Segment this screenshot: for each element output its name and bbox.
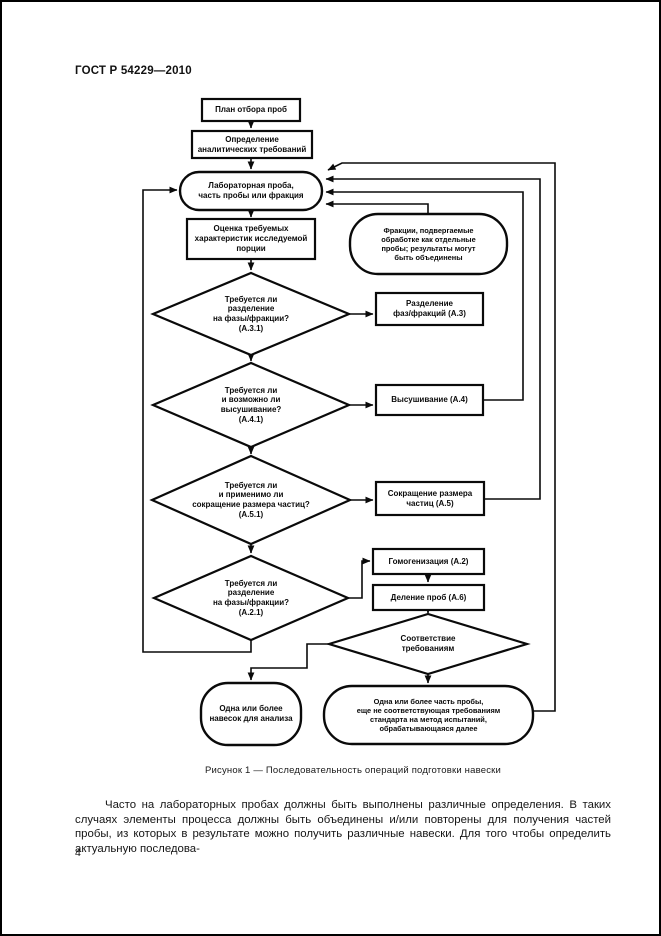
figure-caption: Рисунок 1 — Последовательность операций … [204, 765, 502, 776]
decision-phase-split-a21: Требуется ли разделение на фазы/фракции?… [212, 578, 290, 617]
node-assess-portion: Оценка требуемых характеристик исследуем… [194, 224, 308, 253]
decision-phase-split-a31: Требуется ли разделение на фазы/фракции?… [212, 294, 290, 333]
document-header: ГОСТ Р 54229—2010 [75, 65, 192, 77]
decision-drying-a41: Требуется ли и возможно ли высушивание? … [220, 385, 282, 424]
node-drying-a4: Высушивание (А.4) [391, 395, 468, 405]
node-fractions-note: Фракции, подвергаемые обработке как отде… [381, 225, 476, 263]
page-number: 4 [75, 847, 81, 859]
node-sample-division-a6: Деление проб (А.6) [390, 592, 467, 602]
node-nonconforming-part: Одна или более часть пробы, еще не соотв… [356, 696, 501, 734]
node-homogenization-a2: Гомогенизация (А.2) [388, 556, 469, 566]
body-paragraph: Часто на лабораторных пробах должны быть… [75, 799, 611, 855]
node-size-reduction-a5: Сокращение размера частиц (А.5) [387, 488, 473, 508]
node-phase-split-a3: Разделение фаз/фракций (А.3) [393, 299, 466, 318]
node-define-requirements: Определение аналитических требований [197, 134, 307, 154]
decision-conformity: Соответствие требованиям [400, 634, 456, 653]
decision-size-reduction-a51: Требуется ли и применимо ли сокращение р… [192, 480, 310, 519]
node-laboratory-sample: Лабораторная проба, часть пробы или фрак… [198, 181, 304, 200]
node-sampling-plan: План отбора проб [215, 105, 287, 115]
node-test-portions: Одна или более навесок для анализа [209, 704, 293, 723]
